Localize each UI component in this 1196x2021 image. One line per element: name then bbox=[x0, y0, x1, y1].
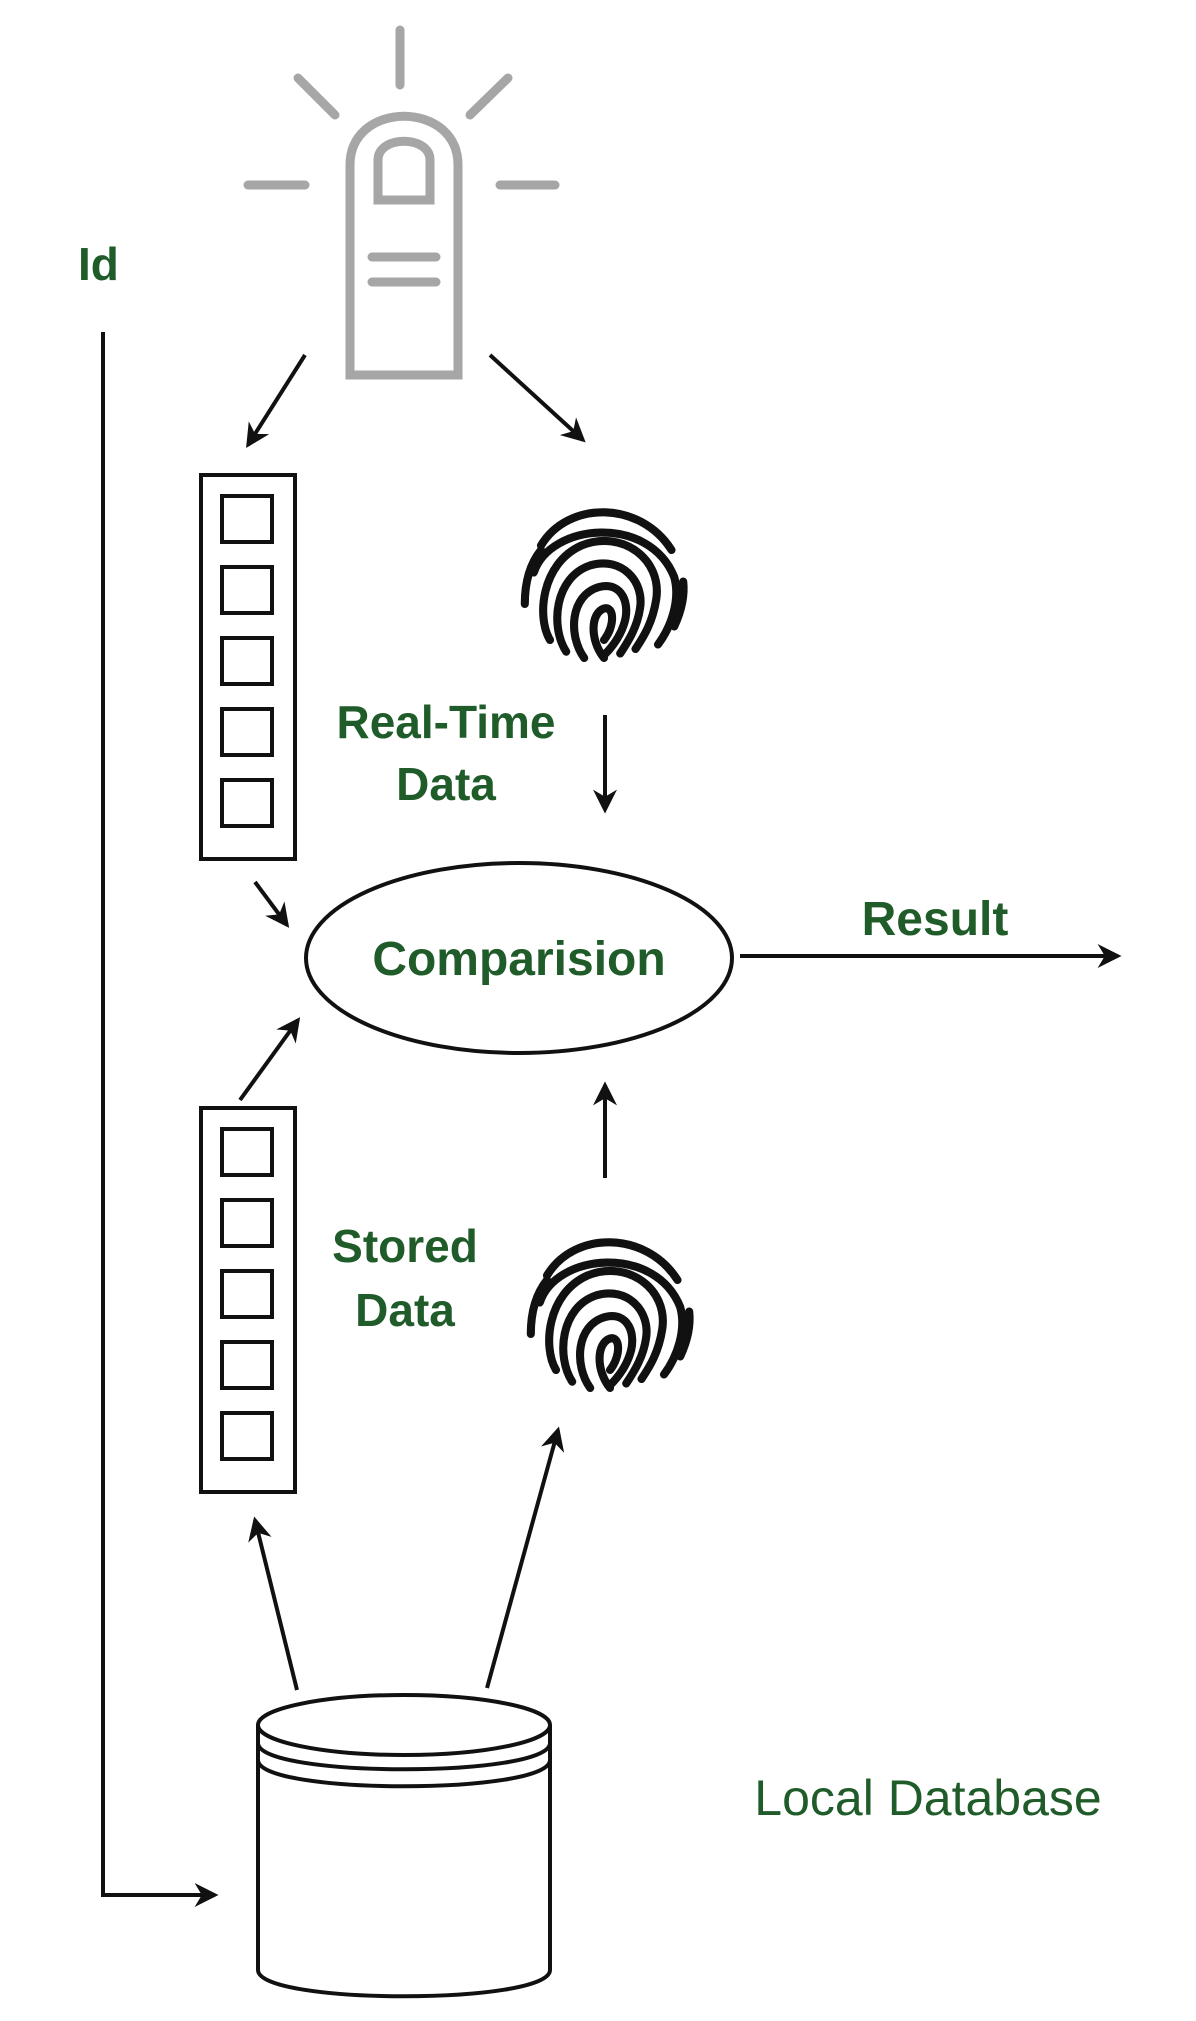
finger-to-realtime-vector-arrow bbox=[246, 353, 307, 449]
database-to-stored-vector-arrow bbox=[248, 1516, 299, 1691]
database-icon bbox=[256, 1693, 552, 1999]
stored-vector-to-comparison-arrow bbox=[238, 1017, 301, 1102]
finger-touch-icon bbox=[243, 25, 560, 380]
stored-feature-vector-icon bbox=[199, 1106, 297, 1494]
database-to-stored-fingerprint-arrow bbox=[485, 1426, 565, 1689]
stored-label-line1: Stored bbox=[332, 1220, 478, 1272]
id-to-database-arrow bbox=[101, 332, 219, 1907]
comparison-label: Comparision bbox=[372, 933, 665, 986]
id-label: Id bbox=[78, 238, 119, 290]
comparison-node bbox=[304, 861, 734, 1055]
real-time-label-line2: Data bbox=[396, 758, 496, 810]
stored-fingerprint-icon bbox=[531, 1242, 690, 1388]
realtime-feature-vector-icon bbox=[199, 473, 297, 861]
realtime-fingerprint-icon bbox=[525, 512, 684, 658]
result-label: Result bbox=[862, 893, 1009, 946]
real-time-label-line1: Real-Time bbox=[336, 696, 555, 748]
local-database-label: Local Database bbox=[754, 1770, 1101, 1826]
stored-label-line2: Data bbox=[355, 1284, 455, 1336]
finger-to-fingerprint-arrow bbox=[488, 353, 586, 443]
realtime-vector-to-comparison-arrow bbox=[253, 880, 290, 928]
